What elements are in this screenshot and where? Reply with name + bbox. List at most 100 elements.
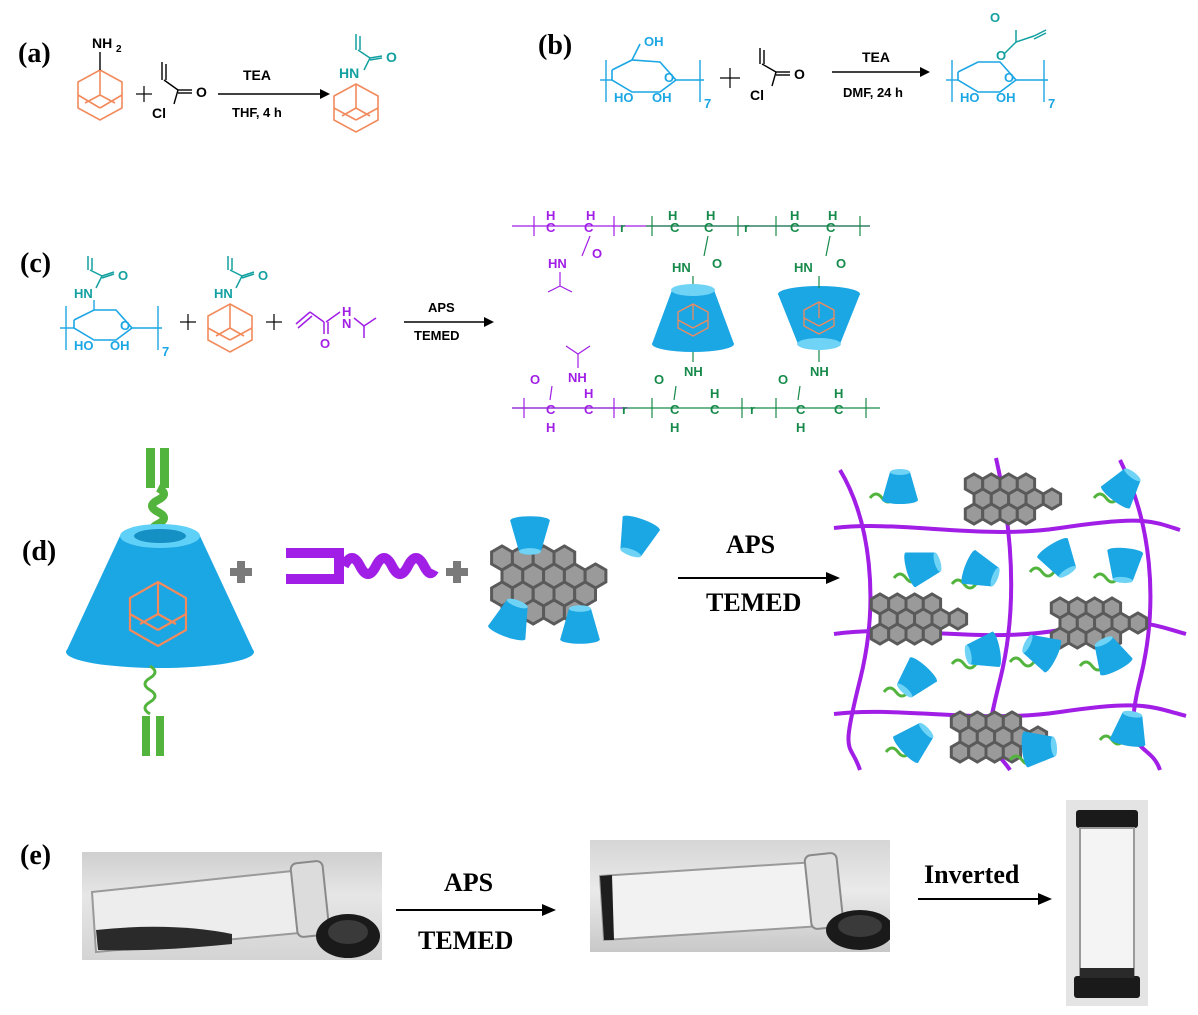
cone-rim [620,547,642,558]
c-top-nipam-o: O [592,246,602,261]
cone-rim [1112,576,1133,584]
cd-acrylamide-monomer: O HN [60,256,162,350]
amine-label: NH [92,35,112,51]
panel-c-reagent: APS [428,300,455,315]
cone-base [510,516,550,525]
cone-rim [964,644,972,665]
polymer-chain [1118,459,1162,771]
panel-e-label: (e) [20,840,52,871]
c-top-c-4: C [704,220,714,235]
cone-base [990,631,1001,668]
b-ester-bridge-o: O [996,48,1006,63]
cd-cone-icon [488,598,528,641]
b-oh-top: OH [644,34,664,49]
cone-base [1100,657,1133,676]
c-top-c-6: C [826,220,836,235]
polymer-network-c: H H C C r H H C C r H H C C HN O HN O HN… [512,208,880,435]
b-ester-o: O [990,10,1000,25]
cone-body [1094,636,1133,675]
graphene-hex [921,622,943,646]
cd-cone-icon [1094,636,1133,676]
adamantyl-acrylamide: O HN [333,34,397,133]
amine-subscript: 2 [116,44,122,55]
graphene-hex [947,607,969,631]
cone-base [560,635,600,644]
c-bot-h2-2: H [710,386,719,401]
c-top-h-2: H [706,208,715,223]
cd-cone-icon [896,657,938,698]
cd-cone-icon [893,722,934,763]
polymer-chain [833,703,1187,719]
graphene-hex [1127,611,1149,635]
cone-body [1037,538,1076,578]
b-acyl-o: O [794,66,805,82]
cone-body [510,520,550,552]
cd-cone-icon [1109,710,1146,747]
cyclodextrin-unit-b1 [600,43,704,102]
c-nipam-o: O [320,336,330,351]
c-bot-ad-o: O [778,372,788,387]
b2-repeat: 7 [1048,96,1055,111]
b-ho: HO [614,90,634,105]
cd-cone-icon [964,631,1001,668]
c-top-nipam-hn: HN [548,256,567,271]
cd-cone-icon [1021,731,1058,768]
adamantane-amine [77,69,123,121]
cone-rim [990,567,1000,587]
graphene-hex [1041,487,1063,511]
cone-body [882,472,918,500]
ad-acrylamide-monomer: O HN [207,256,268,353]
cd-cone-c2 [778,286,860,350]
product-a-oxygen: O [386,49,397,65]
c-bot-c-1: C [546,402,556,417]
cone-base [488,624,526,641]
c-cd-ring-o: O [120,318,130,333]
c-nipam-n: N [342,316,351,331]
cone-rim [519,548,541,555]
c-top-c-3: C [670,220,680,235]
nipam-chain-icon [286,548,439,584]
cd-cone-icon [882,469,918,504]
cone-body [893,723,934,763]
c-cd-hn: HN [74,286,93,301]
acryloyl-chloride-b [759,48,790,87]
cone-body [1107,550,1144,581]
c-top-h2-2: H [668,208,677,223]
cone-body [897,657,937,698]
panel-d-label: (d) [22,536,57,567]
panel-e-conditions: TEMED [418,926,514,955]
cd-cone-icon [1037,538,1077,578]
c-top-h-1: H [586,208,595,223]
cone-base [882,496,918,504]
b-acyl-cl: Cl [750,87,764,103]
c-top-r-1: r [620,220,625,235]
cone-base [904,552,917,588]
cone-base [622,515,660,532]
cd-cone-icon [961,550,1000,587]
c-top-cd-o: O [712,256,722,271]
product-a-hn: HN [339,65,359,81]
c-top-h-3: H [828,208,837,223]
b-ring-o: O [664,70,674,85]
c-top-r-2: r [744,220,749,235]
cd-cone-icon [904,552,942,588]
c-bot-h-1: H [546,420,555,435]
panel-b-label: (b) [538,30,573,61]
plus-sign-d1 [230,561,252,583]
cone-base [909,657,938,683]
c-cd-ho: HO [74,338,94,353]
cd-cone-icon [1022,634,1062,673]
c-bot-r-2: r [750,402,755,417]
c-top-ad-hn: HN [794,260,813,275]
cone-rim [919,722,934,739]
panel-c-conditions: TEMED [414,328,460,343]
cone-base [1107,547,1144,557]
c-bot-nipam-o: O [530,372,540,387]
c-cd-repeat: 7 [162,344,169,359]
polymer-chain [833,518,1181,534]
c-bot-h-2: H [670,420,679,435]
cone-rim [896,683,913,698]
acyl-chlorine-a: Cl [152,105,166,121]
